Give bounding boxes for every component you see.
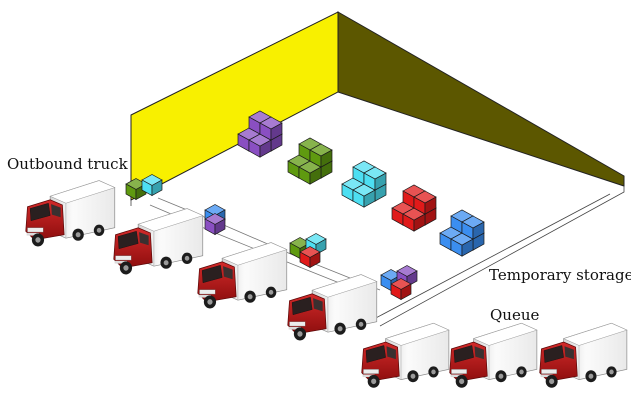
- cube-right: [270, 122, 283, 141]
- storage-stack-red: [391, 184, 437, 232]
- dock-truck-2: [113, 208, 204, 275]
- outbound-truck-label: Outbound truck: [7, 155, 128, 173]
- cube-right: [461, 238, 474, 257]
- dock-load-3: [380, 265, 418, 301]
- cube-right: [424, 196, 437, 215]
- cube-right: [214, 218, 226, 236]
- cube-right: [151, 179, 163, 197]
- dock-load-1: [204, 204, 226, 236]
- dock-truck-4: [287, 274, 378, 341]
- dock-truck-1: [25, 180, 116, 247]
- storage-stack-cyan: [341, 160, 387, 208]
- storage-stack-blue: [439, 209, 485, 257]
- cube-right: [472, 221, 485, 240]
- queue-label: Queue: [490, 306, 540, 324]
- queue-truck-2: [449, 322, 538, 389]
- back-wall: [337, 11, 625, 187]
- queue-truck-1: [361, 322, 450, 389]
- temporary-storage-label: Temporary storage: [489, 266, 631, 284]
- cube-right: [413, 213, 426, 232]
- cube-right: [320, 149, 333, 168]
- queue-truck-3: [539, 322, 628, 389]
- dock-truck-3: [197, 242, 288, 309]
- storage-stack-green: [287, 137, 333, 185]
- floor-right-edge-inner: [371, 193, 611, 321]
- floor-right-edge: [379, 186, 625, 327]
- cube-right: [400, 283, 412, 301]
- cube-right: [259, 139, 272, 158]
- dock-load-0: [125, 174, 163, 201]
- cube-right: [363, 189, 376, 208]
- cube-right: [374, 172, 387, 191]
- dock-load-2: [289, 233, 327, 269]
- cube-right: [309, 166, 322, 185]
- storage-stack-purple: [237, 110, 283, 158]
- cube-right: [309, 251, 321, 269]
